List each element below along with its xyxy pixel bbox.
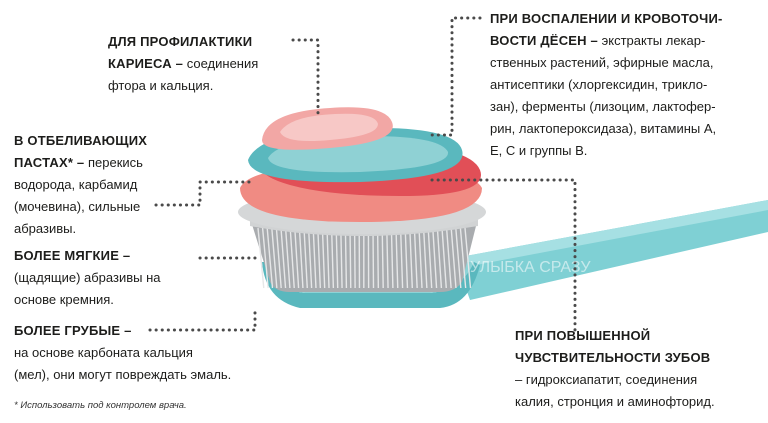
sensitivity-block: ПРИ ПОВЫШЕННОЙ ЧУВСТВИТЕЛЬНОСТИ ЗУБОВ – … <box>515 325 715 413</box>
rougher-line-2: (мел), они могут повреждать эмаль. <box>14 367 232 382</box>
toothbrush-handle <box>455 200 768 300</box>
caries-block: ДЛЯ ПРОФИЛАКТИКИ КАРИЕСА – соединения фт… <box>108 31 258 97</box>
softer-line-2: основе кремния. <box>14 292 114 307</box>
rougher-line-1: на основе карбоната кальция <box>14 345 193 360</box>
watermark: УЛЫБКА СРАЗУ <box>470 259 591 276</box>
whitening-line-2: водорода, карбамид <box>14 177 138 192</box>
gums-line-2: ственных растений, эфирные масла, <box>490 55 714 70</box>
softer-title: БОЛЕЕ МЯГКИЕ – <box>14 248 131 263</box>
gums-line-3: антисептики (хлоргексидин, трикло- <box>490 77 708 92</box>
rougher-title: БОЛЕЕ ГРУБЫЕ – <box>14 323 132 338</box>
whitening-line-3: (мочевина), сильные <box>14 199 141 214</box>
whitening-line-4: абразивы. <box>14 221 77 236</box>
whitening-title-1: В ОТБЕЛИВАЮЩИХ <box>14 133 148 148</box>
caries-line-1: соединения <box>186 56 259 71</box>
gums-title-1: ПРИ ВОСПАЛЕНИИ И КРОВОТОЧИ- <box>490 11 723 26</box>
gums-line-4: зан), ферменты (лизоцим, лактофер- <box>490 99 716 114</box>
sensitivity-title-1: ПРИ ПОВЫШЕННОЙ <box>515 328 651 343</box>
sensitivity-title-2: ЧУВСТВИТЕЛЬНОСТИ ЗУБОВ <box>515 350 711 365</box>
whitening-block: В ОТБЕЛИВАЮЩИХ ПАСТАХ* – перекись водоро… <box>14 130 147 240</box>
caries-line-2: фтора и кальция. <box>108 78 214 93</box>
caries-title-2: КАРИЕСА – <box>108 56 184 71</box>
softer-block: БОЛЕЕ МЯГКИЕ – (щадящие) абразивы на осн… <box>14 245 161 311</box>
gums-line-6: Е, С и группы В. <box>490 143 588 158</box>
whitening-line-1: перекись <box>87 155 143 170</box>
gums-line-1: экстракты лекар- <box>601 33 706 48</box>
rougher-block: БОЛЕЕ ГРУБЫЕ – на основе карбоната кальц… <box>14 320 231 386</box>
footnote: * Использовать под контролем врача. <box>14 400 187 411</box>
toothbrush-head <box>262 262 480 308</box>
gums-block: ПРИ ВОСПАЛЕНИИ И КРОВОТОЧИ- ВОСТИ ДЁСЕН … <box>490 8 723 162</box>
gums-line-5: рин, лактопероксидаза), витамины А, <box>490 121 717 136</box>
whitening-title-2: ПАСТАХ* – <box>14 155 85 170</box>
leader-lines <box>148 16 577 332</box>
gums-title-2: ВОСТИ ДЁСЕН – <box>490 33 598 48</box>
sensitivity-line-1: – гидроксиапатит, соединения <box>515 372 698 387</box>
softer-line-1: (щадящие) абразивы на <box>14 270 161 285</box>
caries-title-1: ДЛЯ ПРОФИЛАКТИКИ <box>108 34 253 49</box>
sensitivity-line-2: калия, стронция и аминофторид. <box>515 394 715 409</box>
